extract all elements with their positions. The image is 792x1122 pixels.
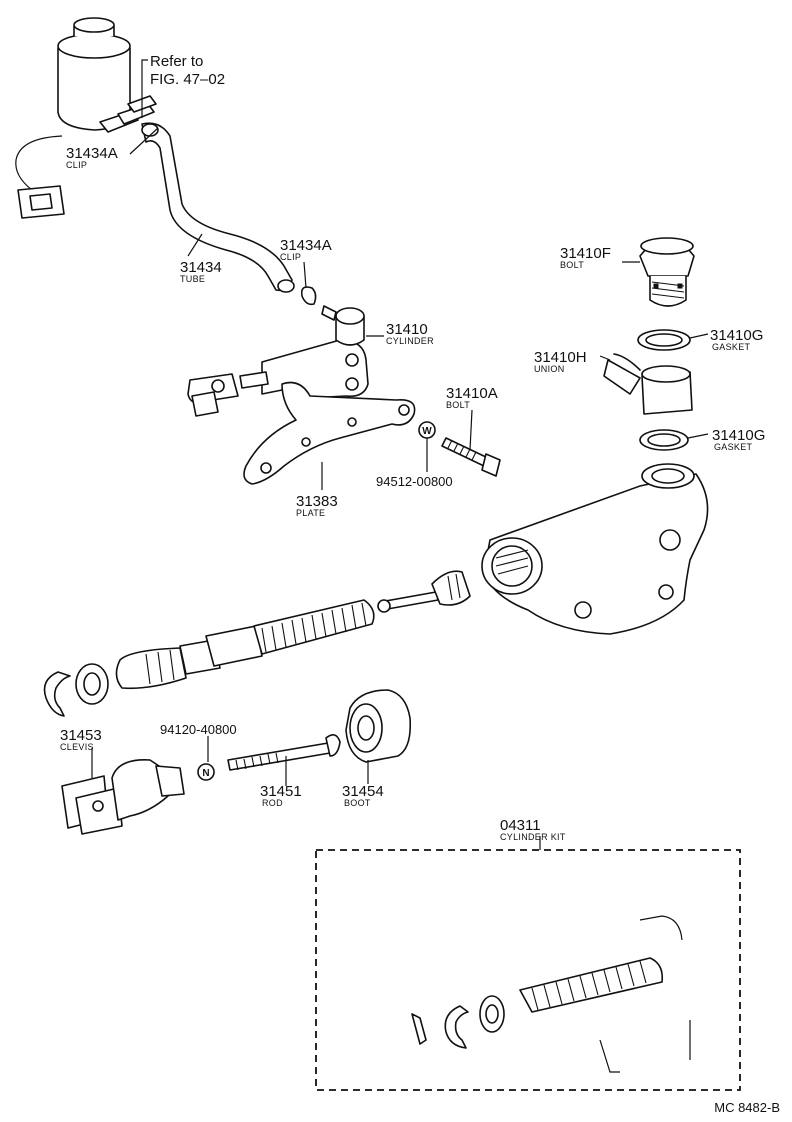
washer-letter: W (422, 426, 432, 437)
bolt-plate-part (441, 437, 501, 477)
leader-lines (91, 59, 709, 850)
snap-ring-part (43, 671, 71, 717)
label-boot: 31454 BOOT (342, 783, 384, 808)
label-clevis: 31453 CLEVIS (60, 727, 102, 752)
piston-spring-part (115, 599, 375, 690)
kit-contents (411, 915, 691, 1073)
boot-name: BOOT (344, 798, 371, 808)
kit-number: 04311 (500, 817, 541, 834)
label-gasket-top: 31410G GASKET (710, 327, 763, 352)
cylinder-body (481, 463, 709, 635)
washer-symbol: W (418, 421, 436, 439)
plate-part (243, 381, 416, 485)
rod-name: ROD (262, 798, 283, 808)
label-washer: 94512-00800 (376, 474, 453, 489)
label-nut: 94120-40800 (160, 722, 237, 737)
upper-cylinder (187, 305, 369, 417)
bolt-union-number: 31410F (560, 245, 611, 262)
label-clip-right: 31434A CLIP (280, 237, 332, 262)
label-rod: 31451 ROD (260, 783, 302, 808)
tube-name: TUBE (180, 274, 205, 284)
figure-code: MC 8482-B (714, 1100, 780, 1115)
label-union: 31410H UNION (534, 349, 587, 374)
gasket-bottom-number: 31410G (712, 427, 765, 444)
pushrod-part (377, 570, 471, 613)
union-part (603, 353, 693, 415)
bolt-plate-number: 31410A (446, 385, 498, 402)
clip-left-number: 31434A (66, 145, 118, 162)
cylinder-number: 31410 (386, 321, 428, 338)
reference-note: Refer to FIG. 47–02 (150, 53, 225, 88)
union-name: UNION (534, 364, 565, 374)
label-gasket-bottom: 31410G GASKET (712, 427, 765, 452)
clip-ring (300, 286, 317, 306)
boot-part (345, 689, 412, 763)
tube (141, 122, 295, 293)
cylinder-kit-box (315, 849, 741, 1091)
clip-right-name: CLIP (280, 252, 301, 262)
reservoir (15, 17, 157, 219)
label-cylinder: 31410 CYLINDER (386, 321, 434, 346)
bolt-union-name: BOLT (560, 260, 584, 270)
bolt-plate-name: BOLT (446, 400, 470, 410)
nut-letter: N (202, 768, 209, 779)
bolt-union-part (639, 237, 695, 307)
union-number: 31410H (534, 349, 587, 366)
clevis-number: 31453 (60, 727, 102, 744)
plate-name: PLATE (296, 508, 325, 518)
label-bolt-union: 31410F BOLT (560, 245, 611, 270)
washer-number: 94512-00800 (376, 474, 453, 489)
nut-symbol: N (197, 763, 215, 781)
gasket-bottom-name: GASKET (714, 442, 753, 452)
tube-number: 31434 (180, 259, 222, 276)
clip-left-name: CLIP (66, 160, 87, 170)
seal-washer-part (75, 663, 109, 705)
clip-right-number: 31434A (280, 237, 332, 254)
label-clip-left: 31434A CLIP (66, 145, 118, 170)
cylinder-name: CYLINDER (386, 336, 434, 346)
reference-line-1: Refer to (150, 53, 203, 70)
gasket-bottom-part (639, 429, 689, 451)
boot-number: 31454 (342, 783, 384, 800)
rod-part (227, 734, 341, 771)
clevis-part (61, 759, 185, 835)
label-bolt-plate: 31410A BOLT (446, 385, 498, 410)
nut-number: 94120-40800 (160, 722, 237, 737)
label-kit: 04311 CYLINDER KIT (500, 817, 566, 842)
rod-number: 31451 (260, 783, 302, 800)
gasket-top-name: GASKET (712, 342, 751, 352)
clevis-name: CLEVIS (60, 742, 94, 752)
label-tube: 31434 TUBE (180, 259, 222, 284)
label-plate: 31383 PLATE (296, 493, 338, 518)
reference-line-2: FIG. 47–02 (150, 71, 225, 88)
gasket-top-part (637, 329, 691, 351)
gasket-top-number: 31410G (710, 327, 763, 344)
kit-name: CYLINDER KIT (500, 832, 566, 842)
plate-number: 31383 (296, 493, 338, 510)
